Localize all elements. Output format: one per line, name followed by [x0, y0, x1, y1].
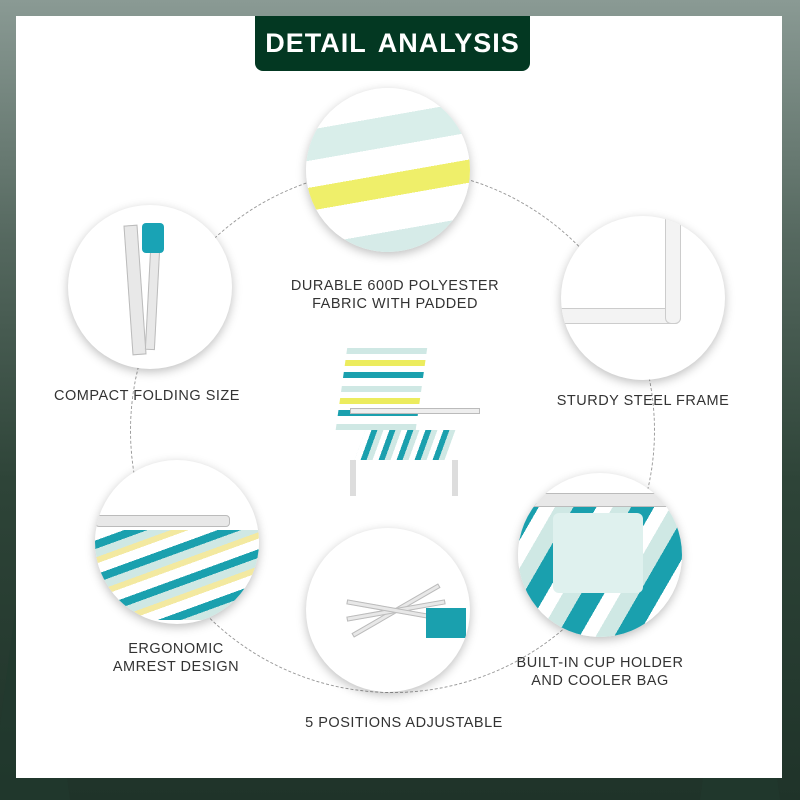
frame-label: STURDY STEEL FRAME: [556, 393, 730, 409]
positions-label: 5 POSITIONS ADJUSTABLE: [305, 715, 503, 731]
folding-detail-image: [68, 205, 232, 369]
armrest-detail-image: [95, 460, 259, 624]
positions-detail-image: [306, 528, 470, 692]
folding-label: COMPACT FOLDING SIZE: [54, 388, 240, 404]
page-title: DETAIL ANALYSIS: [255, 16, 530, 71]
beach-chair-image: [330, 340, 480, 500]
frame-detail-image: [561, 216, 725, 380]
fabric-detail-image: [306, 88, 470, 252]
cupholder-detail-image: [518, 473, 682, 637]
